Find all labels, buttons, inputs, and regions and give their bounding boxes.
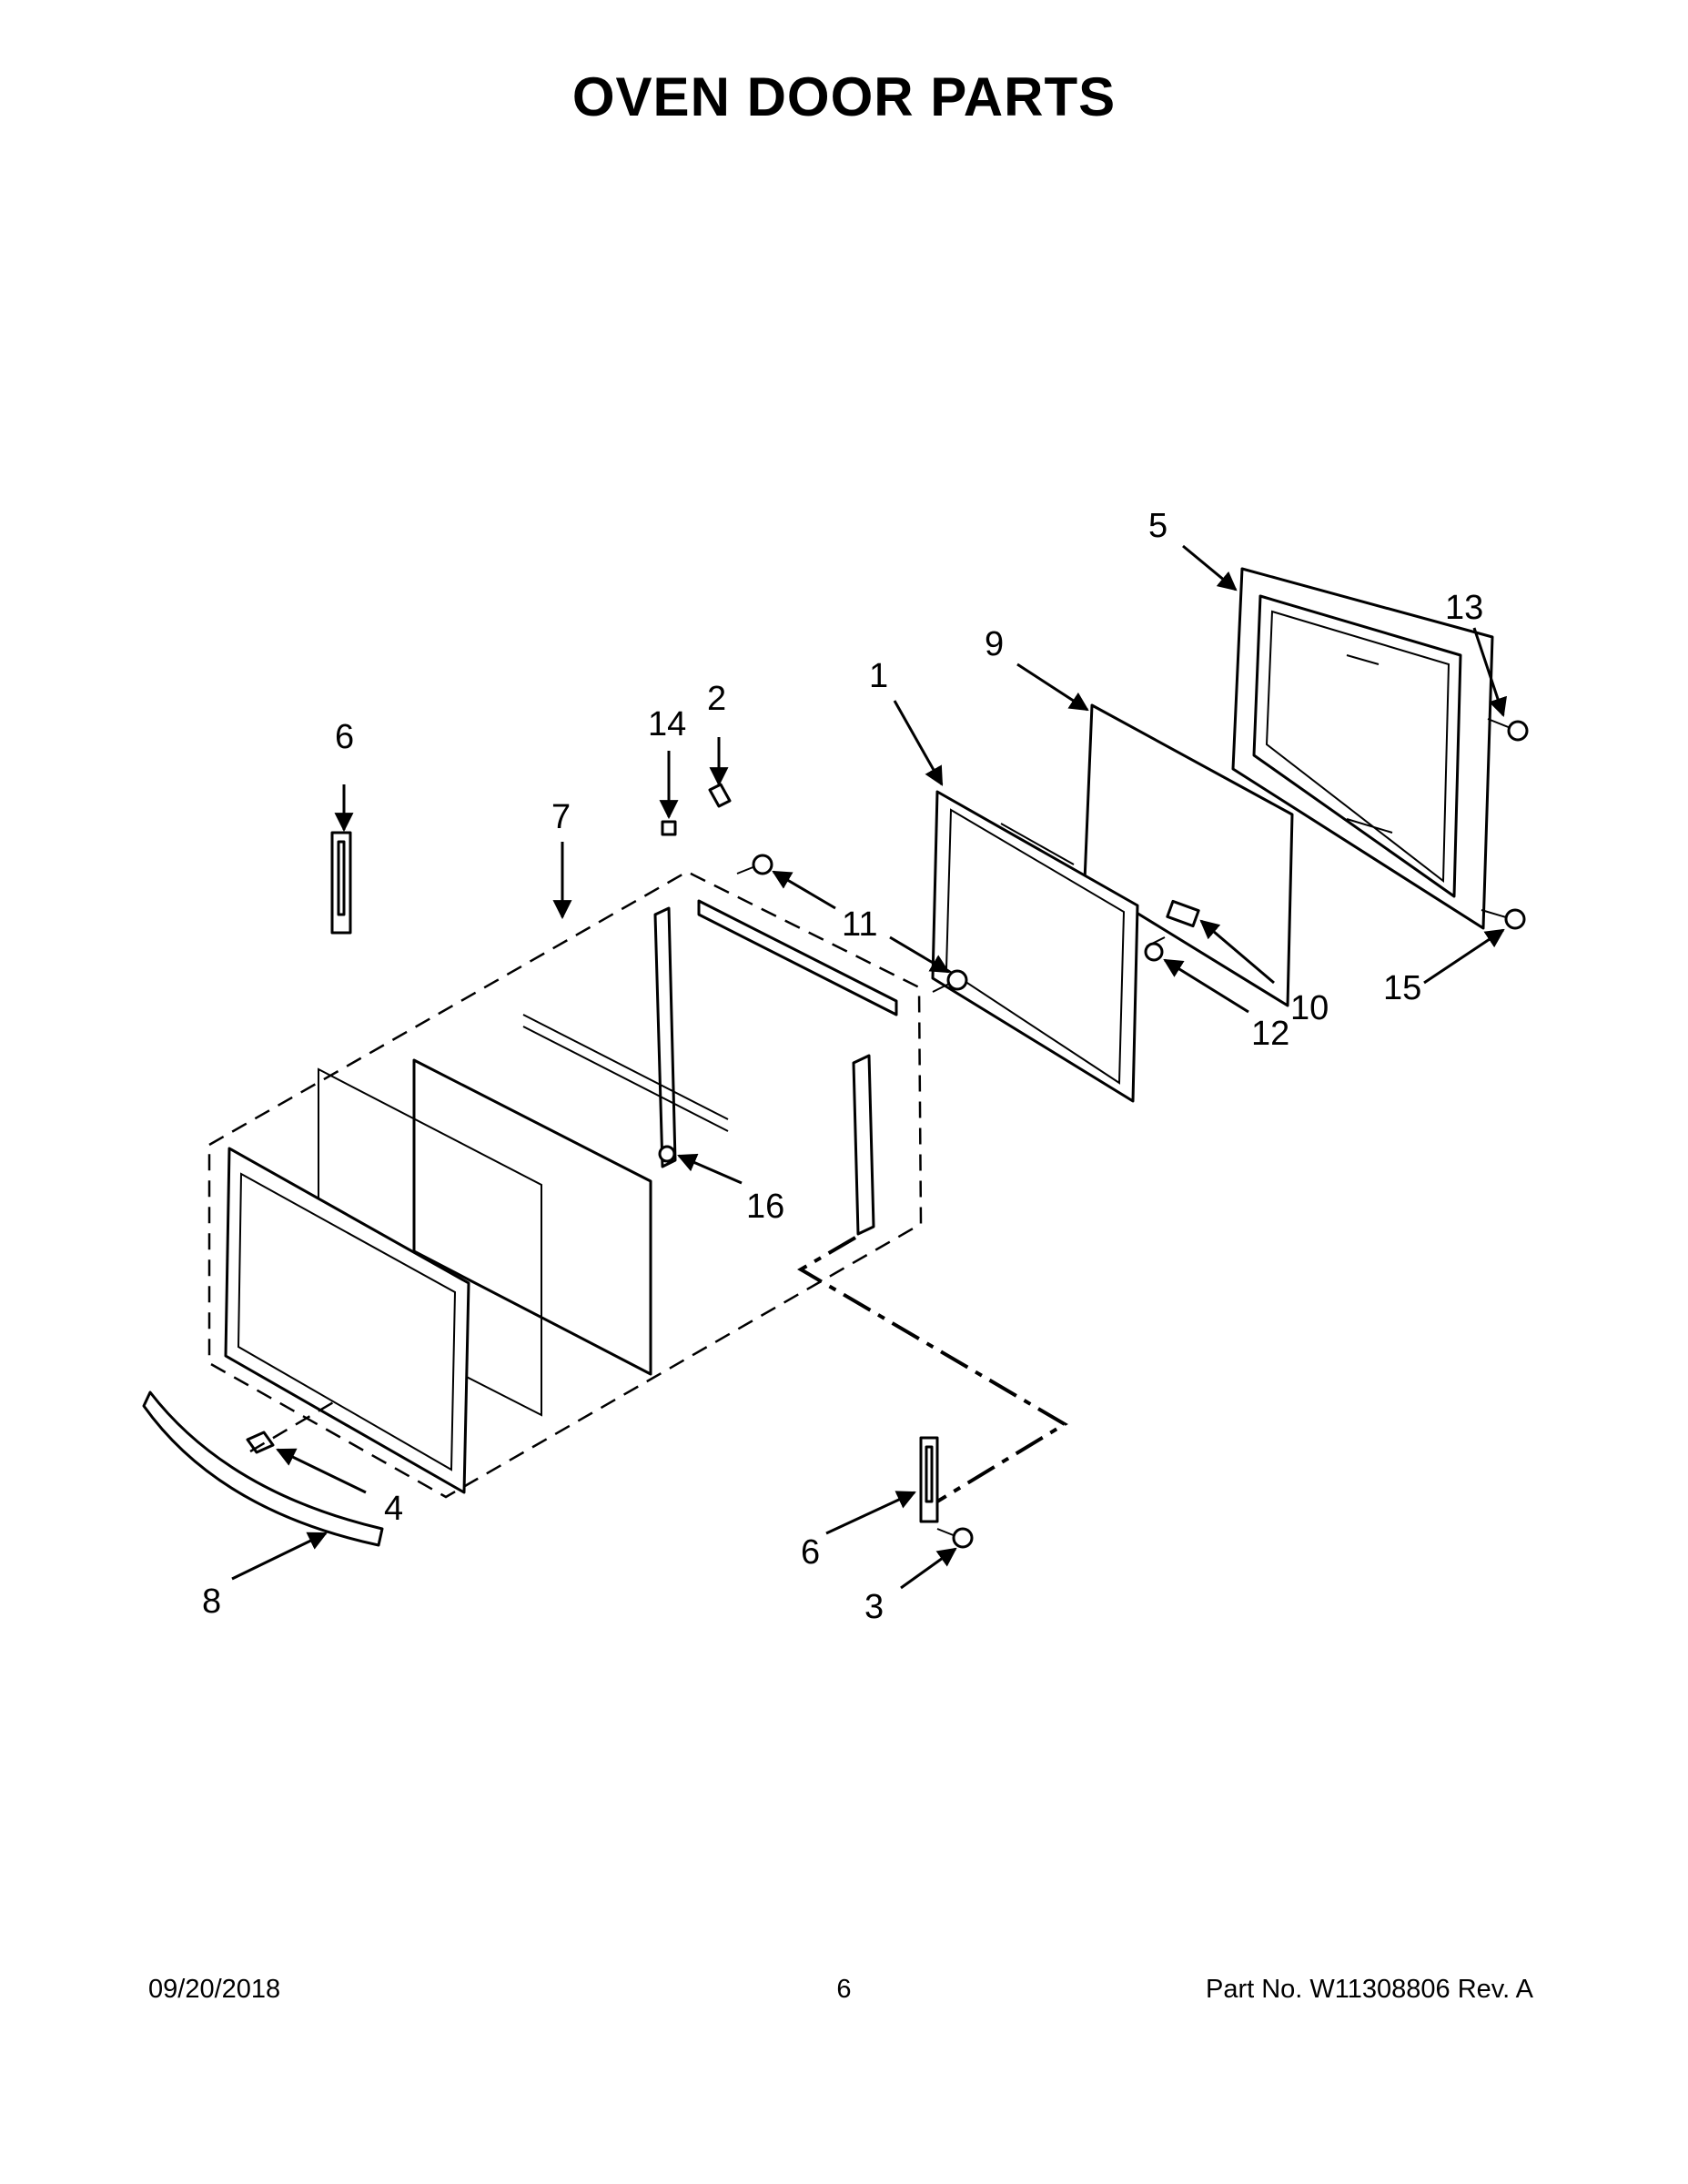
callout-5: 5 bbox=[1148, 507, 1167, 545]
hinge-connection-line bbox=[797, 1236, 1068, 1503]
part-12-screw bbox=[1144, 936, 1166, 962]
part-2-clip bbox=[708, 783, 732, 808]
part-9-glass bbox=[1083, 703, 1294, 1007]
part-3-screw bbox=[936, 1527, 974, 1549]
front-door-panel bbox=[224, 1147, 470, 1494]
callout-9: 9 bbox=[985, 625, 1004, 663]
callout-14: 14 bbox=[648, 705, 686, 743]
footer-page-number: 6 bbox=[836, 1975, 852, 2004]
part-1-inner-frame bbox=[931, 790, 1139, 1103]
part-13-screw bbox=[1487, 718, 1529, 742]
leader-arrows bbox=[231, 544, 1507, 1590]
callout-1: 1 bbox=[869, 657, 888, 695]
callout-12: 12 bbox=[1251, 1015, 1289, 1053]
part-11-screws bbox=[736, 854, 968, 993]
part-6-hinge-left bbox=[330, 831, 352, 935]
part-6-hinge-right bbox=[919, 1436, 939, 1523]
callout-4: 4 bbox=[384, 1490, 403, 1528]
callout-6-left: 6 bbox=[335, 718, 354, 756]
handle-alignment-line bbox=[249, 1400, 336, 1453]
footer-date: 09/20/2018 bbox=[148, 1975, 281, 2004]
footer-part-number: Part No. W11308806 Rev. A bbox=[1205, 1975, 1533, 2004]
page-title: OVEN DOOR PARTS bbox=[571, 66, 1117, 127]
callout-10: 10 bbox=[1290, 989, 1329, 1027]
part-8-handle bbox=[142, 1390, 384, 1547]
callout-6-right: 6 bbox=[801, 1533, 820, 1572]
callout-11: 11 bbox=[842, 905, 877, 944]
callout-7: 7 bbox=[551, 798, 571, 836]
part-14-clip bbox=[661, 820, 677, 836]
callout-8: 8 bbox=[202, 1582, 221, 1621]
callout-15: 15 bbox=[1383, 969, 1421, 1007]
door-internal-rails bbox=[522, 899, 898, 1236]
callout-3: 3 bbox=[864, 1588, 884, 1626]
callout-13: 13 bbox=[1445, 589, 1483, 627]
callout-16: 16 bbox=[746, 1188, 784, 1226]
part-5-outer-door-frame bbox=[1231, 567, 1494, 930]
callout-labels: 5 13 9 1 2 14 6 7 11 10 12 15 16 4 8 6 3 bbox=[202, 507, 1483, 1626]
inner-glass bbox=[412, 1058, 652, 1376]
part-16-washer bbox=[658, 1145, 676, 1163]
part-10-bracket bbox=[1166, 899, 1200, 928]
part-4-clip bbox=[246, 1431, 275, 1454]
callout-2: 2 bbox=[707, 680, 726, 718]
part-15-screw bbox=[1481, 908, 1526, 930]
